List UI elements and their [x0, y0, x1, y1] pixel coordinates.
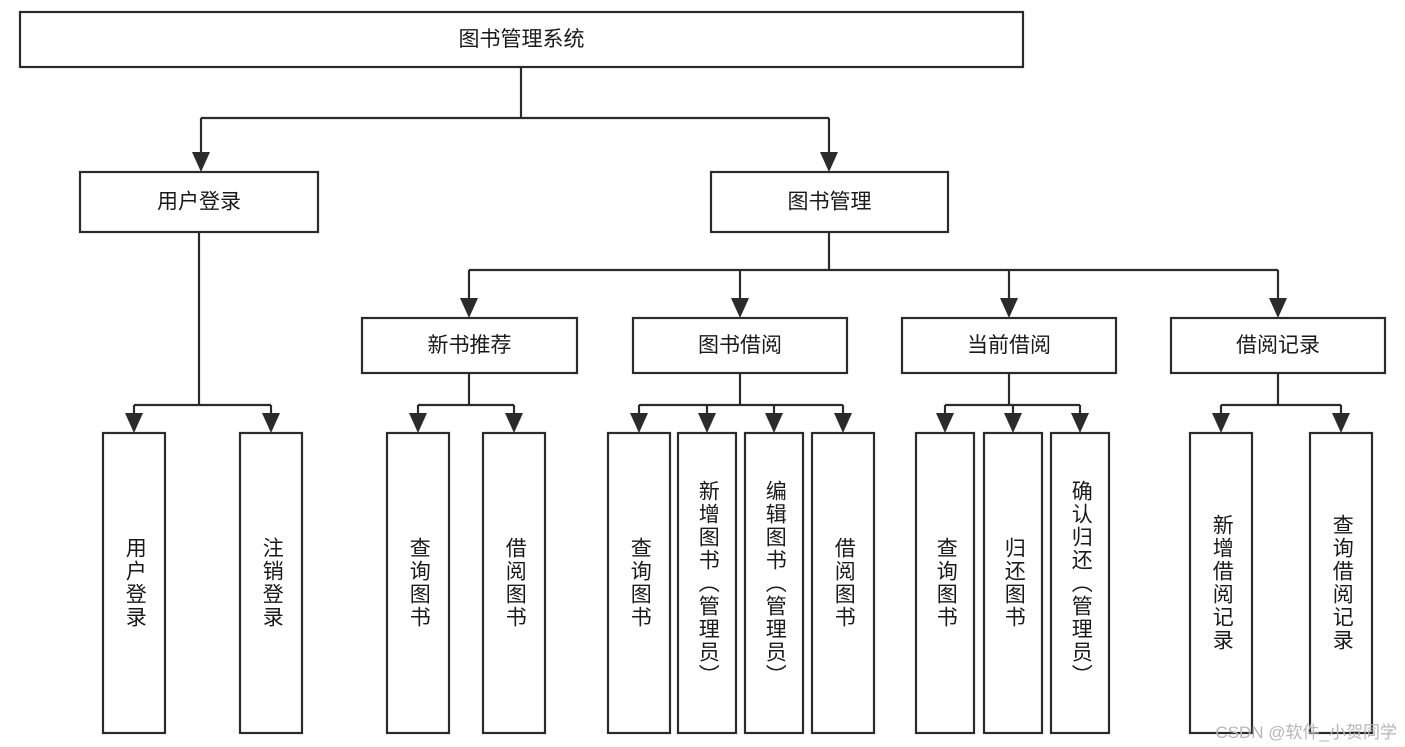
leaf-node-11-rect[interactable]	[1188, 431, 1254, 735]
leaf-node-8-rect[interactable]	[914, 431, 976, 735]
root-node-book-management-system[interactable]: 图书管理系统	[18, 10, 1025, 69]
arrow-head-icon	[698, 413, 716, 433]
level3-node-1-rect	[631, 316, 849, 375]
level2-node-1-rect	[709, 170, 950, 234]
level2-node-1[interactable]: 图书管理	[709, 170, 950, 234]
arrow-head-icon	[630, 413, 648, 433]
leaf-node-3-rect[interactable]	[481, 431, 547, 735]
leaf-node-7-rect[interactable]	[810, 431, 876, 735]
arrow-head-icon	[1269, 298, 1287, 318]
level3-node-2-rect	[900, 316, 1118, 375]
watermark-text: CSDN @软件_小贺同学	[1215, 723, 1397, 742]
arrow-head-icon	[1212, 413, 1230, 433]
leaf-node-2-rect[interactable]	[385, 431, 451, 735]
arrow-head-icon	[505, 413, 523, 433]
level2-node-1-label: 图书管理	[788, 191, 872, 214]
level3-node-0-label: 新书推荐	[428, 334, 512, 357]
level2-node-0-rect	[78, 170, 320, 234]
level3-node-3-rect	[1169, 316, 1387, 375]
arrow-head-icon	[1000, 298, 1018, 318]
leaf-node-12-rect[interactable]	[1308, 431, 1374, 735]
level3-node-0[interactable]: 新书推荐	[360, 316, 579, 375]
arrow-head-icon	[731, 298, 749, 318]
root-node-book-management-system-rect	[18, 10, 1025, 69]
leaf-node-9-rect[interactable]	[982, 431, 1044, 735]
arrow-head-icon	[460, 298, 478, 318]
arrow-head-icon	[834, 413, 852, 433]
arrow-head-icon	[765, 413, 783, 433]
leaf-node-6-rect[interactable]	[743, 431, 805, 735]
level3-node-3-label: 借阅记录	[1236, 334, 1320, 357]
leaf-node-0-rect[interactable]	[101, 431, 167, 735]
level3-node-1[interactable]: 图书借阅	[631, 316, 849, 375]
level3-node-2-label: 当前借阅	[967, 334, 1051, 357]
connector-layer	[125, 67, 1350, 433]
arrow-head-icon	[936, 413, 954, 433]
leaf-node-1-rect[interactable]	[238, 431, 304, 735]
arrow-head-icon	[1071, 413, 1089, 433]
root-node-book-management-system-label: 图书管理系统	[459, 28, 585, 51]
level2-node-0-label: 用户登录	[157, 191, 241, 214]
level3-node-2[interactable]: 当前借阅	[900, 316, 1118, 375]
leaf-node-10-rect[interactable]	[1049, 431, 1111, 735]
level3-node-1-label: 图书借阅	[698, 334, 782, 357]
arrow-head-icon	[192, 152, 210, 172]
arrow-head-icon	[820, 152, 838, 172]
arrow-head-icon	[262, 413, 280, 433]
level2-node-0[interactable]: 用户登录	[78, 170, 320, 234]
arrow-head-icon	[409, 413, 427, 433]
arrow-head-icon	[125, 413, 143, 433]
level3-node-3[interactable]: 借阅记录	[1169, 316, 1387, 375]
level3-node-0-rect	[360, 316, 579, 375]
arrow-head-icon	[1004, 413, 1022, 433]
leaf-node-5-rect[interactable]	[676, 431, 738, 735]
arrow-head-icon	[1332, 413, 1350, 433]
leaf-node-4-rect[interactable]	[606, 431, 672, 735]
